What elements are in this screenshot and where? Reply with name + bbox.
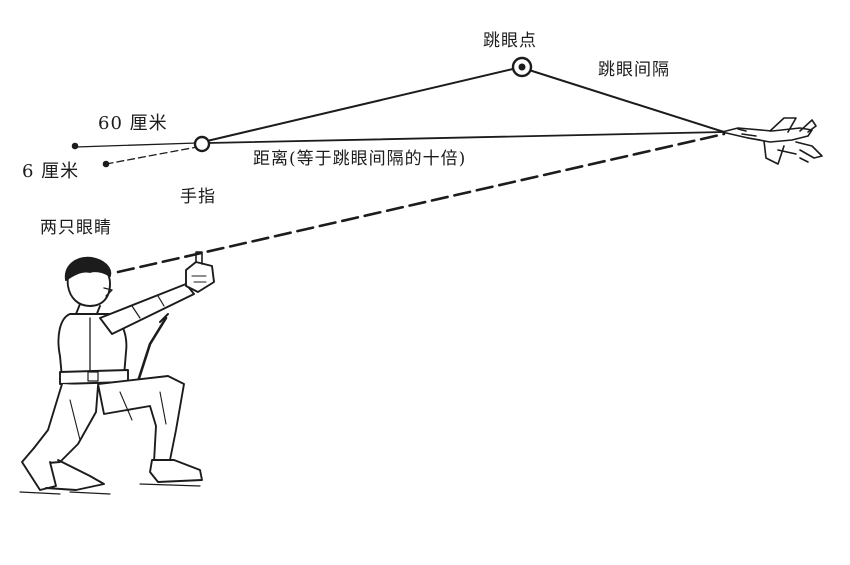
label-jump-interval: 跳眼间隔 — [598, 60, 670, 80]
jump-interval-line — [528, 69, 725, 133]
finger-marker-icon — [193, 135, 211, 153]
sight-line-finger-to-aircraft — [207, 131, 725, 144]
kneeling-soldier-figure — [19, 251, 215, 495]
sight-line-finger-to-jump-point — [206, 67, 518, 142]
eye-point-upper — [71, 142, 79, 150]
label-jump-point: 跳眼点 — [483, 31, 537, 51]
label-six-cm: 6 厘米 — [22, 161, 80, 182]
label-distance: 距离(等于跳眼间隔的十倍) — [253, 149, 467, 169]
label-sixty-cm: 60 厘米 — [98, 113, 168, 134]
eye-baseline-6cm-dashed-line — [105, 146, 198, 165]
eye-to-aircraft-dashed-line — [116, 132, 726, 274]
eye-point-lower — [102, 160, 110, 168]
jump-point-target-icon — [511, 56, 533, 78]
label-two-eyes: 两只眼睛 — [40, 218, 112, 238]
jet-aircraft-icon — [721, 117, 823, 165]
label-finger: 手指 — [180, 187, 216, 207]
eye-baseline-60cm-line — [75, 142, 198, 148]
